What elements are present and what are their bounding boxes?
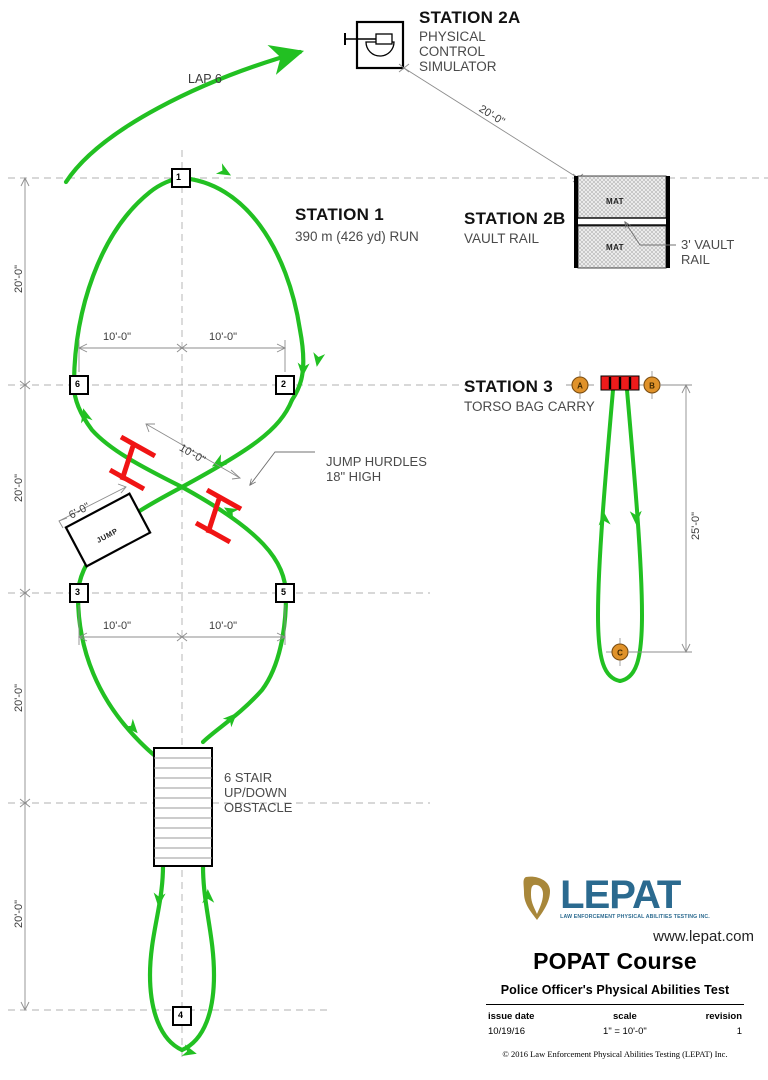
- cone-label-3: 3: [75, 587, 81, 597]
- svg-text:B: B: [649, 382, 655, 391]
- vault-rail: [575, 217, 669, 226]
- path-direction-arrows: [81, 163, 326, 1056]
- station-2a-line-1: PHYSICAL: [419, 29, 486, 44]
- upper-right-dim: 10'-0": [209, 331, 238, 343]
- title-block: LEPAT LAW ENFORCEMENT PHYSICAL ABILITIES…: [470, 872, 760, 1059]
- vertical-dim-3: 20'-0": [13, 683, 25, 712]
- upper-width-dimension: [77, 340, 287, 372]
- station-1-subtitle: 390 m (426 yd) RUN: [295, 229, 419, 244]
- station-3-course: A B C: [566, 371, 692, 683]
- svg-text:C: C: [617, 649, 623, 658]
- station-2b-title: STATION 2B: [464, 209, 566, 228]
- copyright-text: © 2016 Law Enforcement Physical Abilitie…: [502, 1049, 728, 1059]
- vault-rail-leader: [625, 222, 676, 246]
- cone-label-1: 1: [176, 172, 182, 182]
- svg-text:A: A: [577, 382, 583, 391]
- stair-note-2: UP/DOWN: [224, 785, 287, 800]
- station-2a-to-2b-dimension: [398, 63, 584, 183]
- jump-width-dimension: [58, 483, 127, 529]
- lap-label: LAP 6: [188, 72, 222, 86]
- value-issue-date: 10/19/16: [488, 1026, 525, 1037]
- stair-note-1: 6 STAIR: [224, 770, 273, 785]
- value-scale: 1" = 10'-0": [603, 1026, 647, 1037]
- station-2a-title: STATION 2A: [419, 8, 521, 27]
- station-3-length-dim: 25'-0": [690, 511, 702, 540]
- jump-hurdle-left: [108, 434, 157, 492]
- lepat-tagline: LAW ENFORCEMENT PHYSICAL ABILITIES TESTI…: [560, 913, 710, 920]
- vault-rail-note-1: 3' VAULT: [681, 237, 735, 252]
- station-3-title: STATION 3: [464, 377, 553, 396]
- vertical-dimension-line: [20, 176, 30, 1012]
- header-revision: revision: [705, 1011, 742, 1022]
- station-2a-line-3: SIMULATOR: [419, 59, 497, 74]
- lower-left-dim: 10'-0": [103, 620, 132, 632]
- lepat-wordmark: LEPAT: [560, 872, 681, 917]
- station-2b-subtitle: VAULT RAIL: [464, 231, 540, 246]
- header-scale: scale: [613, 1011, 637, 1022]
- cone-label-2: 2: [281, 379, 287, 389]
- mat-label-bottom: MAT: [606, 243, 624, 252]
- jump-box: [64, 492, 152, 568]
- stair-note-3: OBSTACLE: [224, 800, 293, 815]
- lower-width-dimension: [77, 605, 287, 645]
- vertical-dim-1: 20'-0": [13, 264, 25, 293]
- title-block-divider: [486, 1004, 744, 1005]
- cone-label-5: 5: [281, 587, 287, 597]
- station-3-subtitle: TORSO BAG CARRY: [464, 399, 595, 414]
- station-2a-line-2: CONTROL: [419, 44, 486, 59]
- cone-label-6: 6: [75, 379, 81, 389]
- lepat-shield-icon: [520, 875, 554, 921]
- header-issue-date: issue date: [488, 1011, 535, 1022]
- station-1-title: STATION 1: [295, 205, 384, 224]
- stair-obstacle: [153, 747, 213, 867]
- hurdle-spacing-dimension: [145, 423, 242, 480]
- value-revision: 1: [736, 1026, 742, 1037]
- jump-hurdles-leader: [250, 451, 315, 485]
- vertical-dim-4: 20'-0": [13, 899, 25, 928]
- upper-left-dim: 10'-0": [103, 331, 132, 343]
- mat-label-top: MAT: [606, 197, 624, 206]
- jump-hurdle-right: [194, 487, 243, 545]
- jump-hurdles-note-2: 18" HIGH: [326, 469, 382, 484]
- lepat-logo: LEPAT LAW ENFORCEMENT PHYSICAL ABILITIES…: [470, 872, 760, 924]
- course-title: POPAT Course: [533, 948, 697, 974]
- vertical-dim-2: 20'-0": [13, 473, 25, 502]
- jump-hurdles-note-1: JUMP HURDLES: [326, 454, 427, 469]
- course-subtitle: Police Officer's Physical Abilities Test: [500, 983, 730, 997]
- cone-markers: [69, 168, 295, 1026]
- vault-rail-note-2: RAIL: [681, 252, 710, 267]
- website-text: www.lepat.com: [653, 928, 754, 945]
- title-block-table: issue date scale revision 10/19/16 1" = …: [486, 1008, 744, 1040]
- lower-right-dim: 10'-0": [209, 620, 238, 632]
- vault-mats: [574, 175, 670, 269]
- cone-label-4: 4: [178, 1010, 184, 1020]
- simulator-icon: [344, 20, 405, 70]
